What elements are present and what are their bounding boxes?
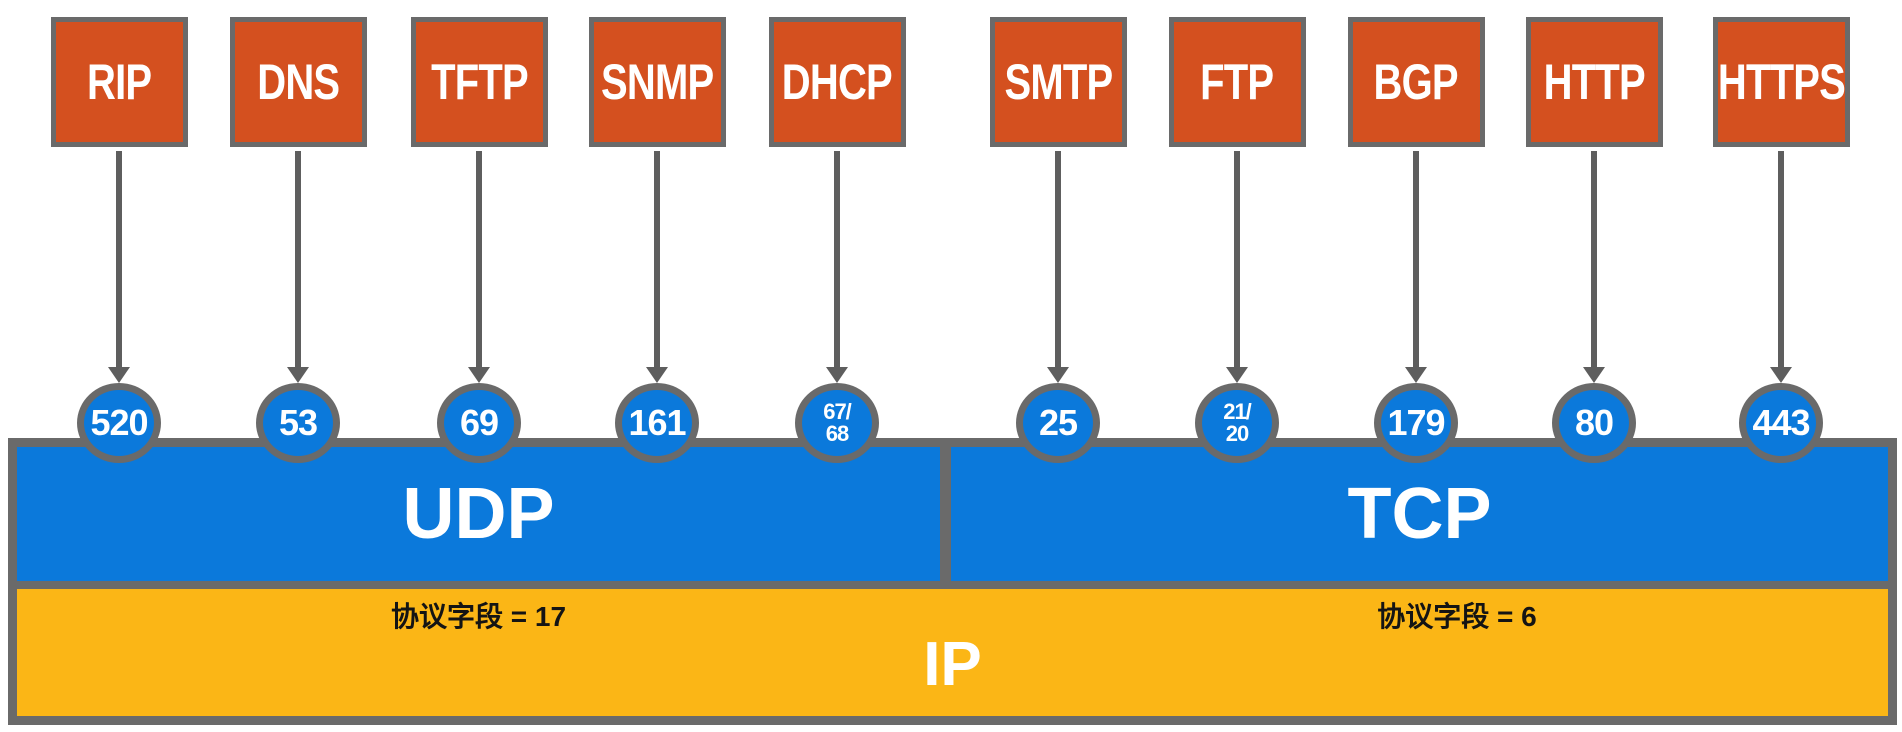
port-circle: 161 <box>615 383 699 463</box>
protocol-box: HTTP <box>1525 17 1663 147</box>
ip-bar: 协议字段 = 17 协议字段 = 6 IP <box>17 581 1888 716</box>
protocol-label: SMTP <box>1004 54 1113 110</box>
protocol-box: DHCP <box>768 17 906 147</box>
udp-bar: UDP <box>17 447 940 581</box>
protocol-label: RIP <box>86 54 152 110</box>
udp-label: UDP <box>402 474 555 554</box>
protocol-column-tftp: TFTP 69 <box>409 17 549 467</box>
protocol-column-https: HTTPS 443 <box>1711 17 1851 467</box>
protocol-box: HTTPS <box>1712 17 1850 147</box>
protocol-label: DNS <box>256 54 340 110</box>
layer-stack: UDP TCP 协议字段 = 17 协议字段 = 6 IP <box>8 438 1897 725</box>
protocol-column-dhcp: DHCP 67/ 68 <box>767 17 907 467</box>
protocol-column-snmp: SNMP 161 <box>587 17 727 467</box>
protocol-label: TFTP <box>430 54 529 110</box>
port-circle: 520 <box>77 383 161 463</box>
udp-tcp-divider <box>940 447 951 581</box>
protocol-label: HTTPS <box>1717 54 1845 110</box>
protocol-label: BGP <box>1373 54 1459 110</box>
port-number: 179 <box>1387 402 1445 443</box>
protocol-box: SMTP <box>989 17 1127 147</box>
port-number: 520 <box>90 402 148 443</box>
port-circle: 67/ 68 <box>795 383 879 463</box>
protocol-box: BGP <box>1347 17 1485 147</box>
protocol-label: SNMP <box>600 54 714 110</box>
protocol-box: SNMP <box>588 17 726 147</box>
arrow-down-icon <box>107 147 131 383</box>
arrow-down-icon <box>1225 147 1249 383</box>
port-number: 161 <box>628 402 686 443</box>
port-circle: 443 <box>1739 383 1823 463</box>
arrow-down-icon <box>645 147 669 383</box>
port-number: 21/ 20 <box>1223 399 1252 446</box>
arrow-down-icon <box>1769 147 1793 383</box>
protocol-column-rip: RIP 520 <box>49 17 189 467</box>
ip-label: IP <box>923 630 982 699</box>
arrow-down-icon <box>1582 147 1606 383</box>
port-circle: 179 <box>1374 383 1458 463</box>
tcp-protocol-field-note: 协议字段 = 6 <box>1377 601 1537 632</box>
protocol-box: FTP <box>1168 17 1306 147</box>
protocol-column-ftp: FTP 21/ 20 <box>1167 17 1307 467</box>
port-number: 67/ 68 <box>823 399 852 446</box>
protocol-label: DHCP <box>781 54 893 110</box>
port-number: 25 <box>1038 402 1078 443</box>
tcp-bar: TCP <box>951 447 1888 581</box>
protocol-label: HTTP <box>1543 54 1645 110</box>
port-circle: 69 <box>437 383 521 463</box>
port-number: 69 <box>459 402 499 443</box>
port-number: 80 <box>1574 402 1614 443</box>
transport-layer-row: UDP TCP <box>17 447 1888 581</box>
port-circle: 80 <box>1552 383 1636 463</box>
protocol-column-http: HTTP 80 <box>1524 17 1664 467</box>
arrow-down-icon <box>825 147 849 383</box>
protocol-box: RIP <box>50 17 188 147</box>
arrow-down-icon <box>467 147 491 383</box>
arrow-down-icon <box>1404 147 1428 383</box>
arrow-down-icon <box>1046 147 1070 383</box>
protocol-box: DNS <box>229 17 367 147</box>
protocol-box: TFTP <box>410 17 548 147</box>
arrow-down-icon <box>286 147 310 383</box>
protocol-column-bgp: BGP 179 <box>1346 17 1486 467</box>
protocol-column-dns: DNS 53 <box>228 17 368 467</box>
port-circle: 21/ 20 <box>1195 383 1279 463</box>
protocol-column-smtp: SMTP 25 <box>988 17 1128 467</box>
port-circle: 53 <box>256 383 340 463</box>
port-circle: 25 <box>1016 383 1100 463</box>
udp-protocol-field-note: 协议字段 = 17 <box>390 601 567 632</box>
port-number: 443 <box>1752 402 1810 443</box>
port-number: 53 <box>278 402 318 443</box>
protocol-label: FTP <box>1200 54 1274 110</box>
tcp-label: TCP <box>1347 474 1492 554</box>
